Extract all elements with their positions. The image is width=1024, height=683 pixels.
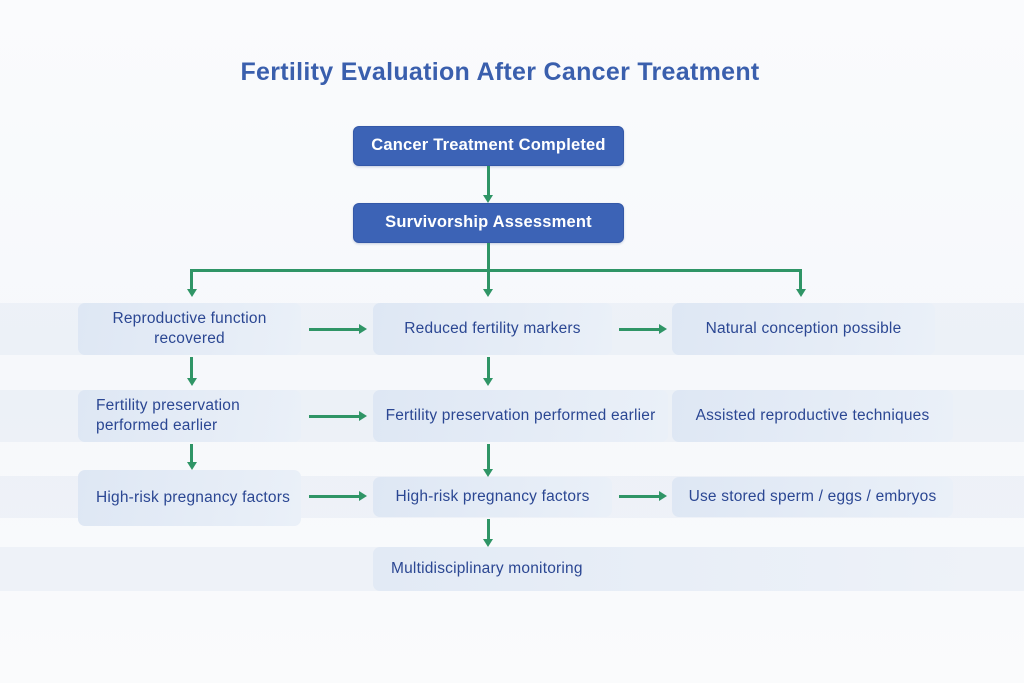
arrow-left-row1-to-row2 bbox=[190, 357, 193, 378]
arrow-row3-left-to-middle bbox=[309, 494, 359, 498]
arrow-middle-row2-to-row3 bbox=[486, 444, 490, 469]
arrow-row2-left-to-middle bbox=[309, 414, 359, 418]
arrow-branch-right bbox=[799, 269, 802, 289]
node-multidisciplinary-monitoring: Multidisciplinary monitoring bbox=[373, 547, 1010, 591]
arrow-branch-middle bbox=[486, 271, 490, 289]
branch-horizontal-line bbox=[191, 269, 802, 272]
node-fertility-preservation-middle: Fertility preservation performed earlier bbox=[373, 390, 668, 442]
node-reproductive-function-recovered: Reproductive function recovered bbox=[78, 303, 301, 355]
node-reduced-fertility-markers: Reduced fertility markers bbox=[373, 303, 612, 355]
node-natural-conception-possible: Natural conception possible bbox=[672, 303, 935, 355]
node-high-risk-pregnancy-middle: High-risk pregnancy factors bbox=[373, 477, 612, 517]
arrow-row3-middle-to-right bbox=[619, 494, 659, 498]
arrow-row1-middle-to-right bbox=[619, 327, 659, 331]
arrow-left-row2-to-row3 bbox=[190, 444, 193, 462]
node-survivorship-assessment: Survivorship Assessment bbox=[353, 203, 624, 243]
node-use-stored-sperm-eggs-embryos: Use stored sperm / eggs / embryos bbox=[672, 477, 953, 517]
node-assisted-reproductive-techniques: Assisted reproductive techniques bbox=[672, 390, 953, 442]
arrow-branch-left bbox=[190, 269, 193, 289]
node-high-risk-pregnancy-left: High-risk pregnancy factors bbox=[78, 470, 301, 526]
arrow-middle-row1-to-row2 bbox=[486, 357, 490, 378]
diagram-title: Fertility Evaluation After Cancer Treatm… bbox=[240, 58, 760, 86]
arrow-middle-row3-to-row4 bbox=[486, 519, 490, 539]
node-fertility-preservation-left: Fertility preservation performed earlier bbox=[78, 390, 301, 442]
arrow-row1-left-to-middle bbox=[309, 327, 359, 331]
node-cancer-treatment-completed: Cancer Treatment Completed bbox=[353, 126, 624, 166]
arrow-start-to-assessment bbox=[486, 166, 490, 195]
branch-stem-line bbox=[486, 243, 490, 271]
